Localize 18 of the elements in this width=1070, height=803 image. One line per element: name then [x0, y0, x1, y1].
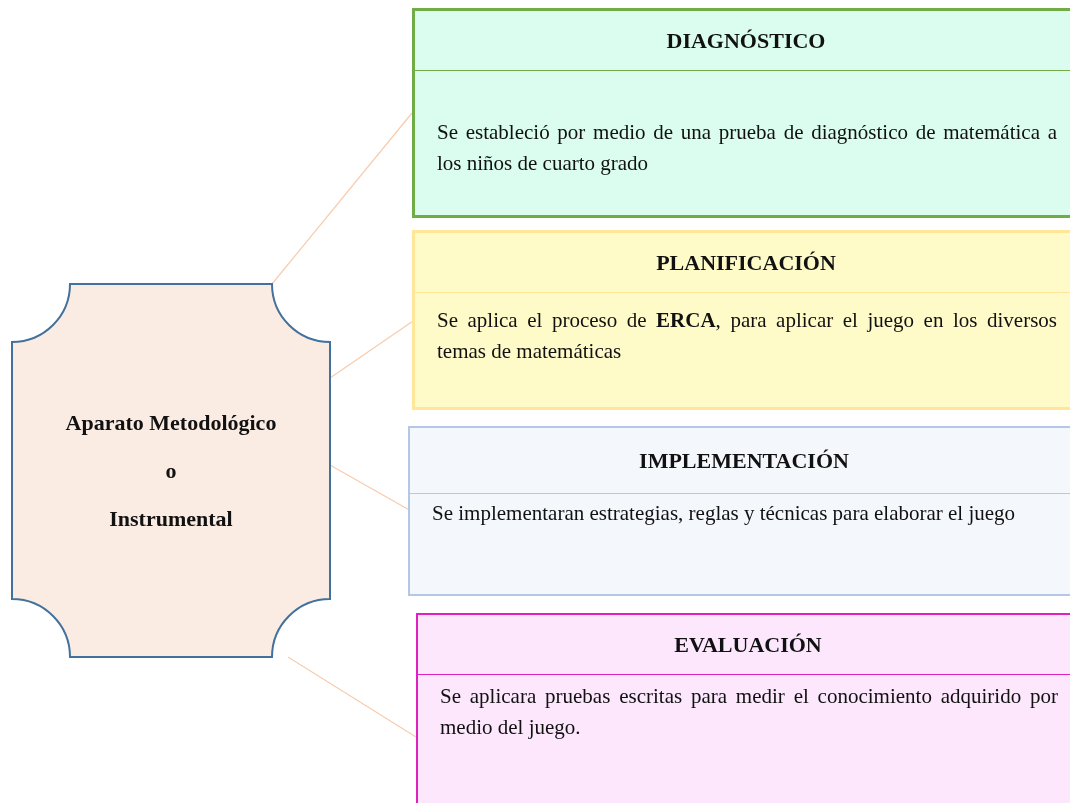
node-title: Aparato Metodológico [65, 408, 277, 437]
card-heading: DIAGNÓSTICO [666, 27, 826, 54]
card-heading: IMPLEMENTACIÓN [639, 447, 849, 474]
card-text: Se estableció por medio de una prueba de diagnóstico de matemática a los niños de cuarto grado [437, 119, 1057, 177]
info-card [408, 426, 1070, 596]
node-title: o [165, 456, 177, 485]
info-card [412, 230, 1070, 410]
card-text: Se implementaran estrategias, reglas y técnicas para elaborar el juego [432, 500, 1017, 527]
card-heading: PLANIFICACIÓN [656, 249, 836, 276]
plaque-shape [12, 284, 330, 657]
card-heading: EVALUACIÓN [674, 631, 822, 658]
info-card [412, 8, 1070, 218]
connector-line [287, 656, 417, 738]
node-title: Instrumental [109, 504, 233, 533]
card-text: Se aplica el proceso de ERCA, para aplicar el juego en los diversos temas de matemáticas [437, 307, 1057, 365]
card-text: Se aplicara pruebas escritas para medir el conocimiento adquirido por medio del juego. [440, 683, 1058, 741]
info-card [416, 613, 1070, 803]
connector-line [271, 112, 413, 285]
